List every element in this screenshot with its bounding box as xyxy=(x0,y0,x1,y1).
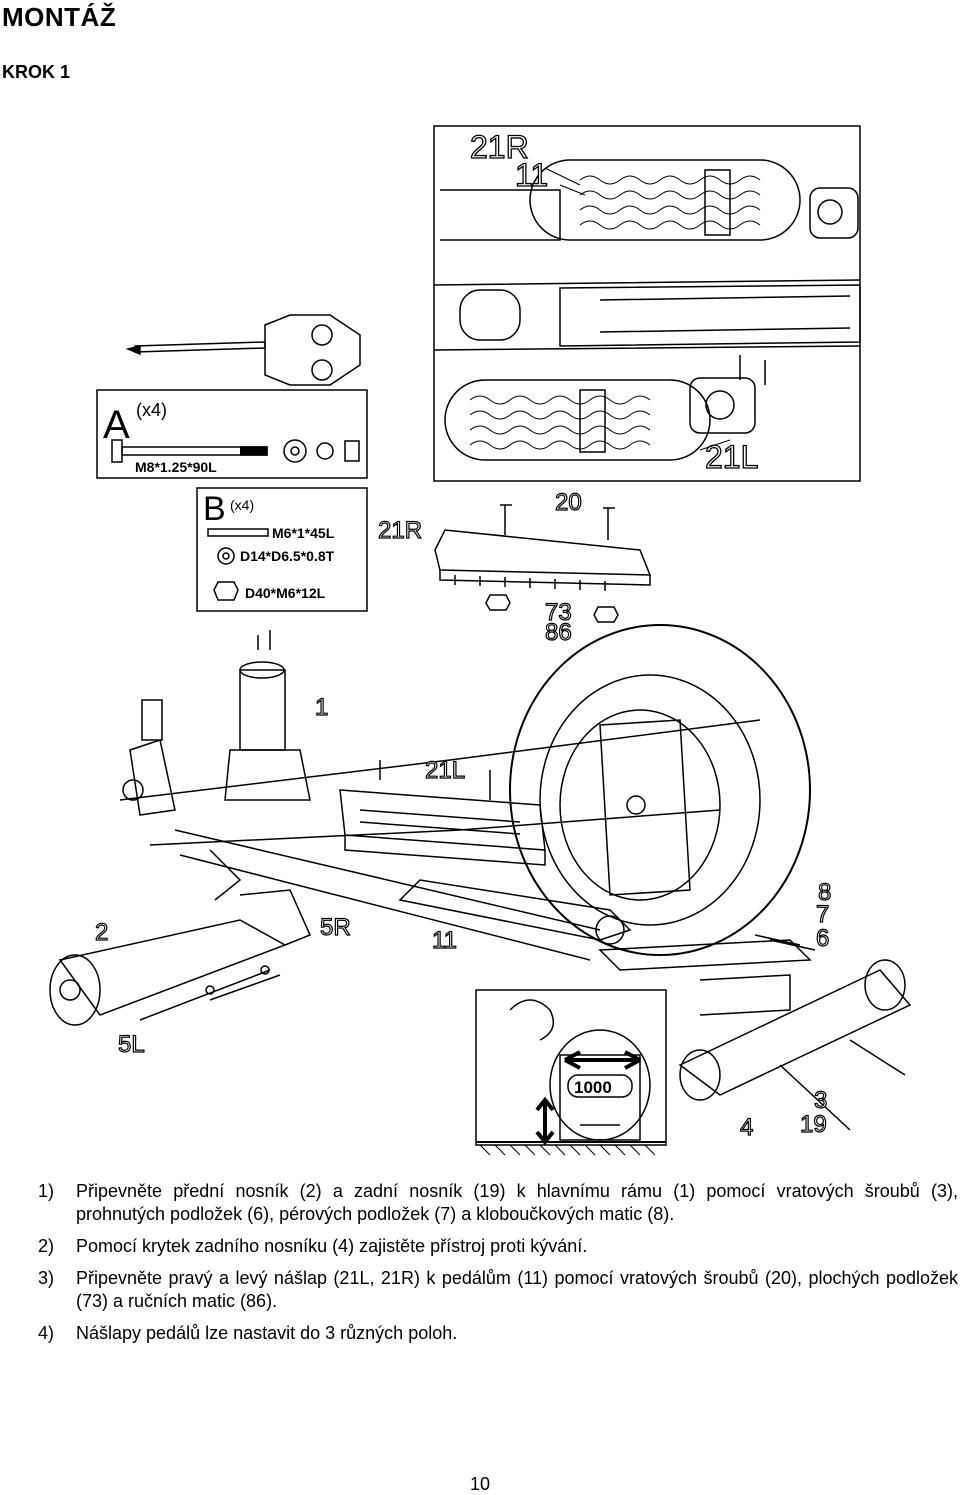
instruction-item: 1) Připevněte přední nosník (2) a zadní … xyxy=(38,1180,958,1226)
instruction-item: 2) Pomocí krytek zadního nosníku (4) zaj… xyxy=(38,1235,958,1258)
assembly-figure: 21R 11 21L A (x4) M8*1.25*90L B (x4) M6*… xyxy=(0,110,960,1160)
label-19: 19 xyxy=(800,1111,827,1138)
hardware-kit-A: A (x4) M8*1.25*90L xyxy=(96,389,368,479)
label-4: 4 xyxy=(740,1114,753,1141)
kit-B-bolt-spec: M6*1*45L xyxy=(272,525,335,541)
instruction-list: 1) Připevněte přední nosník (2) a zadní … xyxy=(38,1180,958,1354)
main-frame-drawing: 1 21L 2 5R 11 8 7 6 5L 4 3 19 xyxy=(49,624,912,1142)
label-20: 20 xyxy=(555,489,582,516)
instruction-item: 4) Nášlapy pedálů lze nastavit do 3 různ… xyxy=(38,1322,958,1345)
page-title: MONTÁŽ xyxy=(2,2,117,32)
instruction-number: 4) xyxy=(38,1323,55,1343)
pedal-tread-right xyxy=(579,175,761,230)
page-number: 10 xyxy=(469,1474,491,1494)
label-21L: 21L xyxy=(425,757,465,784)
hardware-kit-B: B (x4) M6*1*45L D14*D6.5*0.8T D40*M6*12L xyxy=(196,487,368,612)
leveler-detail-box: 1000 xyxy=(475,989,667,1156)
wrench-tool-icon xyxy=(125,314,361,386)
instruction-text: Pomocí krytek zadního nosníku (4) zajist… xyxy=(76,1236,588,1256)
instruction-number: 2) xyxy=(38,1236,55,1256)
kit-A-count: (x4) xyxy=(136,400,167,420)
label-11: 11 xyxy=(432,927,457,954)
kit-B-letter: B xyxy=(203,490,226,528)
label-11-top: 11 xyxy=(515,157,548,193)
pedal-tread-left xyxy=(469,395,651,450)
label-5L: 5L xyxy=(118,1031,145,1058)
instruction-item: 3) Připevněte pravý a levý nášlap (21L, … xyxy=(38,1267,958,1313)
instruction-text: Připevněte přední nosník (2) a zadní nos… xyxy=(76,1181,958,1224)
label-2: 2 xyxy=(95,919,108,946)
step-heading: KROK 1 xyxy=(2,62,71,82)
kit-A-bolt-spec: M8*1.25*90L xyxy=(135,459,217,475)
label-21L-top: 21L xyxy=(705,439,758,475)
pedal-detail-box: 21R 11 21L xyxy=(433,125,861,482)
kit-B-count: (x4) xyxy=(230,497,254,513)
label-7: 7 xyxy=(816,901,829,928)
instruction-number: 1) xyxy=(38,1181,55,1201)
kit-B-nut-spec: D40*M6*12L xyxy=(245,585,326,601)
label-3: 3 xyxy=(814,1087,827,1114)
label-73: 73 xyxy=(545,599,572,626)
label-8: 8 xyxy=(818,879,831,906)
kit-B-washer-spec: D14*D6.5*0.8T xyxy=(240,548,335,564)
instruction-text: Připevněte pravý a levý nášlap (21L, 21R… xyxy=(76,1268,958,1311)
label-21R: 21R xyxy=(378,517,422,544)
label-5R: 5R xyxy=(320,914,351,941)
instruction-number: 3) xyxy=(38,1268,55,1288)
leveler-dial-markings: 1000 xyxy=(574,1078,612,1097)
label-21R-top: 21R xyxy=(470,129,529,165)
pedal-21R-exploded: 21R 20 73 86 xyxy=(377,488,652,647)
instruction-text: Nášlapy pedálů lze nastavit do 3 různých… xyxy=(76,1323,458,1343)
label-86: 86 xyxy=(545,619,572,646)
label-1: 1 xyxy=(315,694,328,721)
label-6: 6 xyxy=(816,925,829,952)
